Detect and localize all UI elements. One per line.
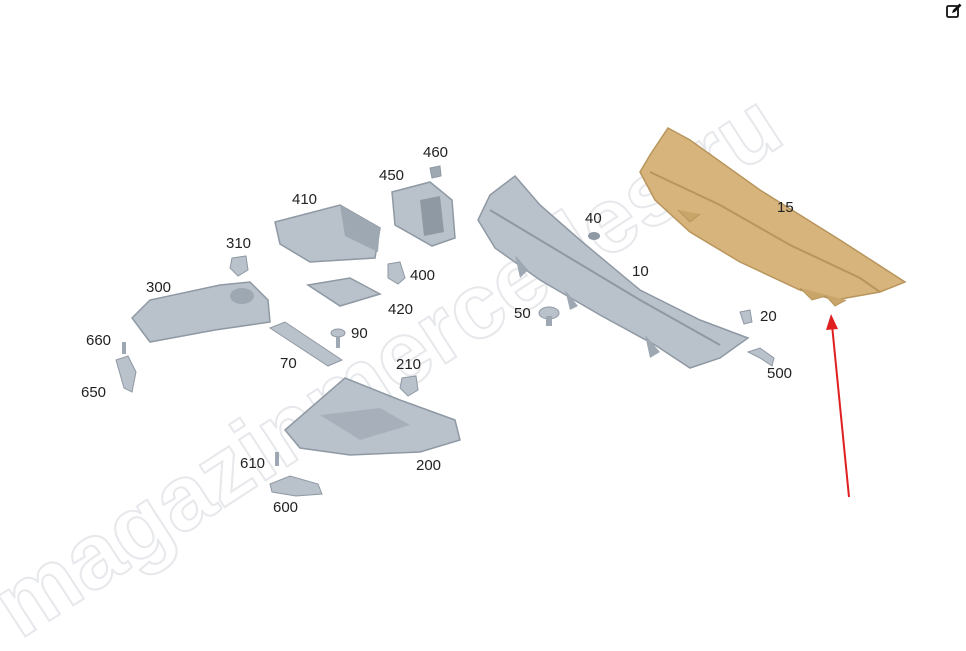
part-200[interactable] xyxy=(283,377,461,456)
part-40[interactable] xyxy=(588,232,600,240)
part-600[interactable] xyxy=(269,475,323,497)
part-500[interactable] xyxy=(746,347,775,367)
part-660[interactable] xyxy=(122,342,126,354)
part-15-cowl-cover[interactable] xyxy=(639,127,907,307)
callout-450[interactable]: 450 xyxy=(379,167,405,184)
part-50[interactable] xyxy=(538,306,560,326)
callout-20[interactable]: 20 xyxy=(760,308,777,325)
callout-10[interactable]: 10 xyxy=(632,263,649,280)
callout-210[interactable]: 210 xyxy=(396,356,422,373)
callout-90[interactable]: 90 xyxy=(351,325,368,342)
part-610[interactable] xyxy=(275,452,279,466)
callout-40[interactable]: 40 xyxy=(585,210,602,227)
part-400[interactable] xyxy=(387,261,406,285)
part-310[interactable] xyxy=(229,255,249,277)
part-450[interactable] xyxy=(391,181,456,247)
part-70[interactable] xyxy=(268,321,344,367)
callout-15[interactable]: 15 xyxy=(777,199,794,216)
part-650[interactable] xyxy=(115,355,137,393)
callout-310[interactable]: 310 xyxy=(226,235,252,252)
part-460[interactable] xyxy=(429,165,442,179)
part-10-cowl-panel[interactable] xyxy=(477,174,750,369)
callout-50[interactable]: 50 xyxy=(514,305,531,322)
edit-icon[interactable] xyxy=(946,3,962,19)
callout-500[interactable]: 500 xyxy=(767,365,793,382)
part-90[interactable] xyxy=(330,328,346,348)
part-20[interactable] xyxy=(739,309,753,325)
callout-70[interactable]: 70 xyxy=(280,355,297,372)
part-300[interactable] xyxy=(131,281,271,343)
callout-300[interactable]: 300 xyxy=(146,279,172,296)
callout-610[interactable]: 610 xyxy=(240,455,266,472)
callout-460[interactable]: 460 xyxy=(423,144,449,161)
callout-200[interactable]: 200 xyxy=(416,457,442,474)
callout-660[interactable]: 660 xyxy=(86,332,112,349)
callout-600[interactable]: 600 xyxy=(273,499,299,516)
callout-400[interactable]: 400 xyxy=(410,267,436,284)
callout-420[interactable]: 420 xyxy=(388,301,414,318)
callout-650[interactable]: 650 xyxy=(81,384,107,401)
highlight-arrow xyxy=(826,314,850,498)
part-410[interactable] xyxy=(274,204,381,263)
callout-410[interactable]: 410 xyxy=(292,191,318,208)
part-420[interactable] xyxy=(305,277,382,307)
part-210[interactable] xyxy=(399,375,419,397)
